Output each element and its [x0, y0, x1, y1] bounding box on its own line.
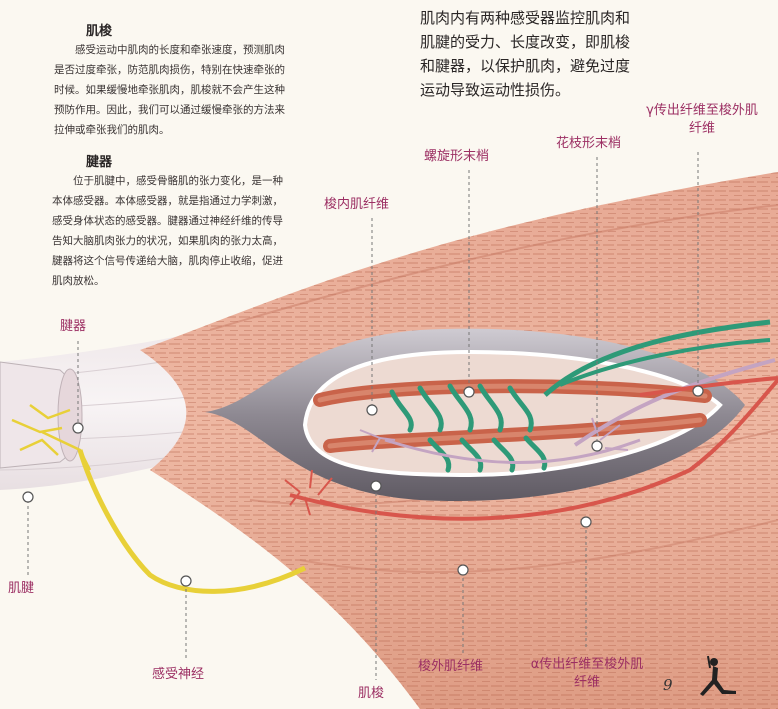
- label-flower-spray-ending: 花枝形末梢: [556, 136, 622, 151]
- label-tendon-organ: 腱器: [60, 319, 87, 334]
- callout-markers: [22, 385, 704, 587]
- section-title-tendon-organ: 腱器: [86, 155, 113, 170]
- page-number: 9: [663, 676, 673, 694]
- label-spiral-ending: 螺旋形末梢: [424, 149, 490, 164]
- label-tendon: 肌腱: [8, 581, 35, 596]
- sensory-nerve: [77, 449, 307, 594]
- yoga-pose-icon: [700, 655, 736, 696]
- section-title-spindle: 肌梭: [86, 24, 113, 39]
- label-muscle-spindle: 肌梭: [358, 686, 385, 701]
- label-gamma-fiber: γ传出纤维至梭外肌纤维: [646, 103, 758, 136]
- label-sensory-nerve: 感受神经: [152, 667, 205, 682]
- label-alpha-fiber: α传出纤维至梭外肌纤维: [530, 657, 644, 690]
- label-intrafusal-fiber: 梭内肌纤维: [324, 197, 390, 212]
- section-body-tendon-organ: 位于肌腱中，感受骨骼肌的张力变化，是一种本体感受器。本体感受器，就是指通过力学刺…: [52, 175, 283, 287]
- intro-paragraph: 肌肉内有两种感受器监控肌肉和肌腱的受力、长度改变，即肌梭和腱器，以保护肌肉，避免…: [420, 9, 631, 99]
- label-extrafusal-fiber: 梭外肌纤维: [418, 659, 484, 674]
- section-body-spindle: 感受运动中肌肉的长度和牵张速度，预测肌肉是否过度牵张，防范肌肉损伤，特别在快速牵…: [54, 44, 285, 136]
